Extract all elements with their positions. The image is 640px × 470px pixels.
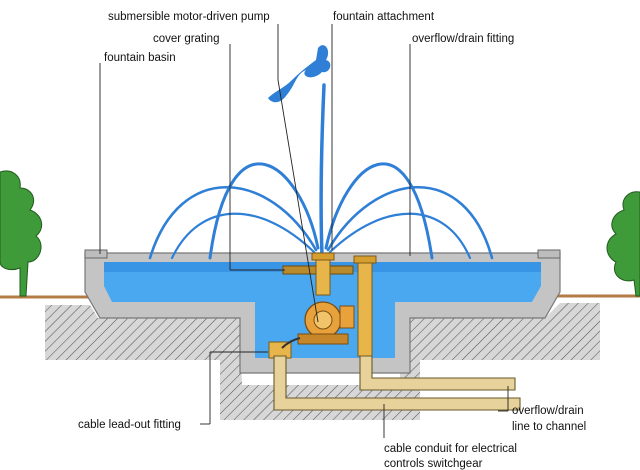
basin-rim-right: [537, 249, 561, 259]
overflow-drain-fitting: [357, 257, 373, 357]
label-drain-line-2: line to channel: [512, 421, 586, 433]
leader-lines: [99, 24, 509, 438]
ground-soil: [45, 303, 600, 420]
label-fountain-attachment: fountain attachment: [333, 11, 435, 23]
water-jets: [148, 45, 494, 260]
fountain-nozzle: [311, 252, 335, 261]
jet-crown: [268, 45, 331, 103]
overflow-drain-cap: [353, 255, 377, 264]
label-cover-grating: cover grating: [153, 33, 219, 45]
cable-conduit-pipe: [273, 355, 521, 411]
pump-cable: [281, 337, 301, 349]
pump: [297, 301, 355, 345]
shrub-right: [606, 191, 640, 297]
label-conduit-1: cable conduit for electrical: [384, 443, 517, 455]
label-overflow-drain-fitting: overflow/drain fitting: [412, 33, 514, 45]
label-cable-leadout: cable lead-out fitting: [78, 419, 181, 431]
label-conduit-2: controls switchgear: [384, 458, 483, 470]
fountain-attachment: [315, 254, 331, 296]
drain-line-pipe: [359, 355, 516, 391]
shrub-left: [0, 170, 43, 297]
label-pump: submersible motor-driven pump: [108, 11, 270, 23]
label-fountain-basin: fountain basin: [104, 52, 176, 64]
label-drain-line-1: overflow/drain: [512, 405, 584, 417]
basin-rim-left: [84, 249, 108, 259]
